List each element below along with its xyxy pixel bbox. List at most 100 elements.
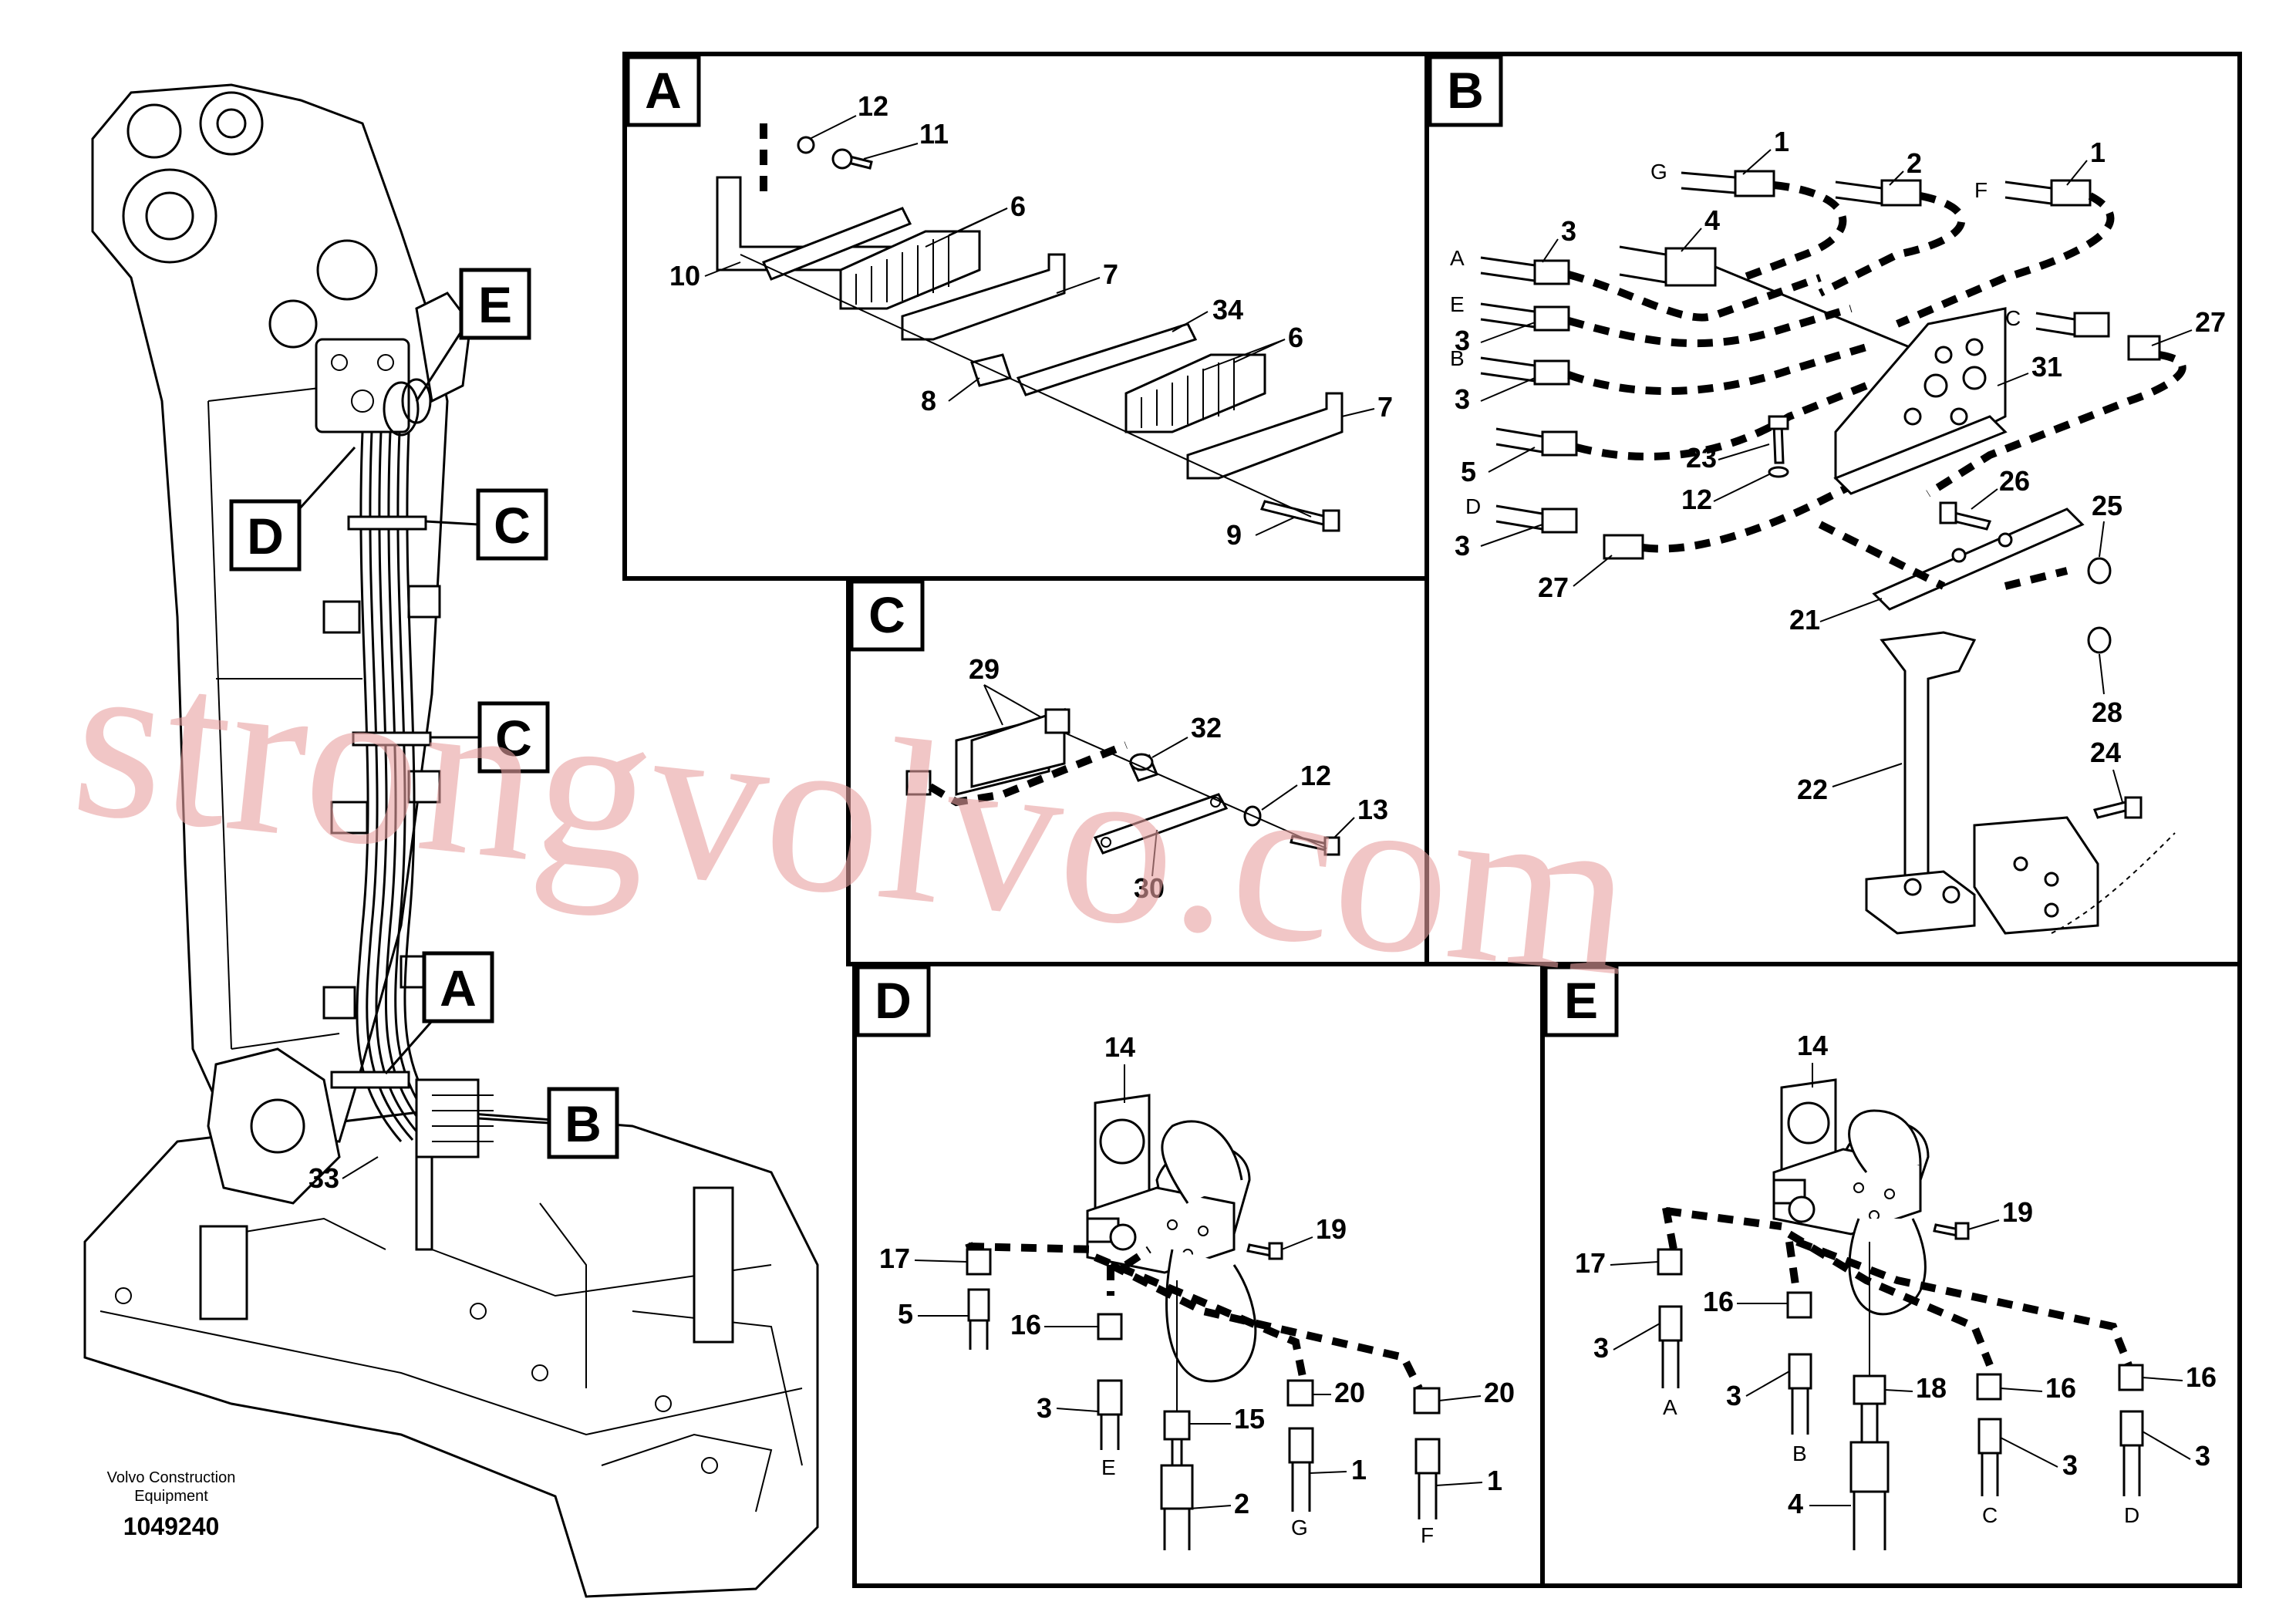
svg-text:D: D — [875, 972, 912, 1029]
svg-text:6: 6 — [1010, 191, 1026, 222]
svg-text:16: 16 — [2045, 1372, 2076, 1404]
svg-text:18: 18 — [1916, 1372, 1947, 1404]
svg-text:C: C — [495, 710, 532, 767]
svg-text:9: 9 — [1226, 519, 1242, 551]
svg-text:B: B — [1447, 62, 1484, 119]
svg-text:4: 4 — [1704, 204, 1720, 236]
svg-text:B: B — [565, 1095, 602, 1152]
svg-text:D: D — [247, 508, 284, 565]
svg-text:E: E — [1101, 1455, 1116, 1479]
boom-callout-c-lower: C — [430, 701, 550, 774]
svg-text:A: A — [1663, 1395, 1677, 1419]
svg-text:3: 3 — [1561, 215, 1576, 247]
svg-text:3: 3 — [1455, 530, 1470, 561]
svg-text:C: C — [868, 586, 905, 643]
svg-text:B: B — [1450, 346, 1465, 370]
svg-text:1: 1 — [1774, 126, 1789, 157]
drawing-number: 1049240 — [123, 1512, 220, 1540]
svg-text:20: 20 — [1484, 1377, 1515, 1408]
svg-text:10: 10 — [669, 260, 700, 292]
svg-text:11: 11 — [919, 118, 949, 150]
svg-text:E: E — [478, 276, 512, 333]
svg-text:24: 24 — [2090, 737, 2121, 768]
svg-text:32: 32 — [1191, 712, 1222, 744]
svg-text:14: 14 — [1797, 1030, 1828, 1061]
svg-text:16: 16 — [2186, 1361, 2217, 1393]
svg-text:7: 7 — [1103, 258, 1118, 290]
svg-text:D: D — [1465, 494, 1481, 518]
svg-text:E: E — [1564, 972, 1598, 1029]
svg-text:19: 19 — [2002, 1196, 2033, 1228]
svg-text:G: G — [1650, 160, 1667, 184]
boom-assembly: E D C C A B 33 — [83, 83, 819, 1598]
svg-text:D: D — [2124, 1503, 2139, 1527]
svg-text:12: 12 — [858, 90, 888, 122]
svg-text:A: A — [440, 959, 477, 1017]
boom-label-33: 33 — [308, 1156, 379, 1194]
svg-text:5: 5 — [1461, 456, 1476, 487]
svg-text:A: A — [645, 62, 682, 119]
svg-text:19: 19 — [1316, 1213, 1347, 1245]
svg-text:16: 16 — [1010, 1309, 1041, 1340]
svg-text:3: 3 — [2062, 1449, 2078, 1481]
panel-d: D — [852, 962, 1545, 1588]
panel-a: A 12 11 6 10 — [622, 52, 1429, 581]
svg-text:22: 22 — [1797, 774, 1828, 805]
svg-text:G: G — [1291, 1516, 1308, 1539]
svg-text:F: F — [1974, 178, 1988, 202]
svg-text:16: 16 — [1703, 1286, 1734, 1317]
svg-text:2: 2 — [1234, 1488, 1249, 1519]
panel-b: B — [1424, 52, 2242, 966]
footer: Volvo Construction Equipment 1049240 — [107, 1469, 236, 1540]
svg-text:3: 3 — [2195, 1440, 2210, 1472]
boom-callout-a: A — [384, 951, 494, 1074]
svg-text:27: 27 — [1538, 572, 1569, 603]
svg-text:20: 20 — [1334, 1377, 1365, 1408]
boom-callout-e: E — [415, 268, 531, 402]
svg-text:1: 1 — [1487, 1465, 1502, 1496]
svg-text:15: 15 — [1234, 1403, 1265, 1435]
svg-text:3: 3 — [1726, 1380, 1741, 1411]
company-name-line1: Volvo Construction — [107, 1469, 236, 1486]
panel-c: C 29 32 12 13 30 — [846, 576, 1429, 966]
svg-text:2: 2 — [1907, 147, 1922, 179]
svg-text:1: 1 — [1351, 1454, 1367, 1485]
svg-text:12: 12 — [1681, 484, 1712, 515]
svg-text:17: 17 — [1575, 1247, 1606, 1279]
svg-text:1: 1 — [2090, 137, 2106, 168]
svg-text:B: B — [1792, 1442, 1807, 1465]
svg-text:C: C — [494, 497, 531, 554]
svg-text:12: 12 — [1300, 760, 1331, 791]
boom-callout-c-upper: C — [425, 488, 548, 561]
svg-text:13: 13 — [1357, 794, 1388, 825]
boom-callout-b: B — [477, 1087, 619, 1159]
svg-text:30: 30 — [1134, 872, 1165, 904]
svg-text:33: 33 — [308, 1162, 339, 1194]
svg-text:3: 3 — [1455, 383, 1470, 415]
svg-text:3: 3 — [1455, 325, 1470, 356]
svg-text:A: A — [1450, 246, 1465, 270]
svg-text:F: F — [1421, 1523, 1434, 1547]
svg-text:28: 28 — [2092, 696, 2122, 728]
svg-text:3: 3 — [1593, 1332, 1609, 1364]
company-name-line2: Equipment — [134, 1488, 208, 1505]
svg-text:3: 3 — [1037, 1392, 1052, 1424]
svg-text:17: 17 — [879, 1243, 910, 1274]
svg-text:C: C — [1982, 1503, 1998, 1527]
svg-text:6: 6 — [1288, 322, 1303, 353]
svg-text:5: 5 — [898, 1298, 913, 1330]
svg-text:7: 7 — [1377, 391, 1393, 423]
svg-text:8: 8 — [921, 385, 936, 416]
svg-text:14: 14 — [1104, 1031, 1135, 1063]
svg-text:E: E — [1450, 292, 1465, 316]
svg-text:26: 26 — [1999, 465, 2030, 497]
svg-text:4: 4 — [1788, 1488, 1803, 1519]
svg-text:23: 23 — [1686, 442, 1717, 474]
svg-text:27: 27 — [2195, 306, 2226, 338]
svg-text:31: 31 — [2031, 351, 2062, 383]
svg-text:25: 25 — [2092, 490, 2122, 521]
svg-text:29: 29 — [969, 653, 1000, 685]
svg-text:C: C — [2005, 306, 2021, 330]
panel-e: E — [1540, 962, 2242, 1588]
